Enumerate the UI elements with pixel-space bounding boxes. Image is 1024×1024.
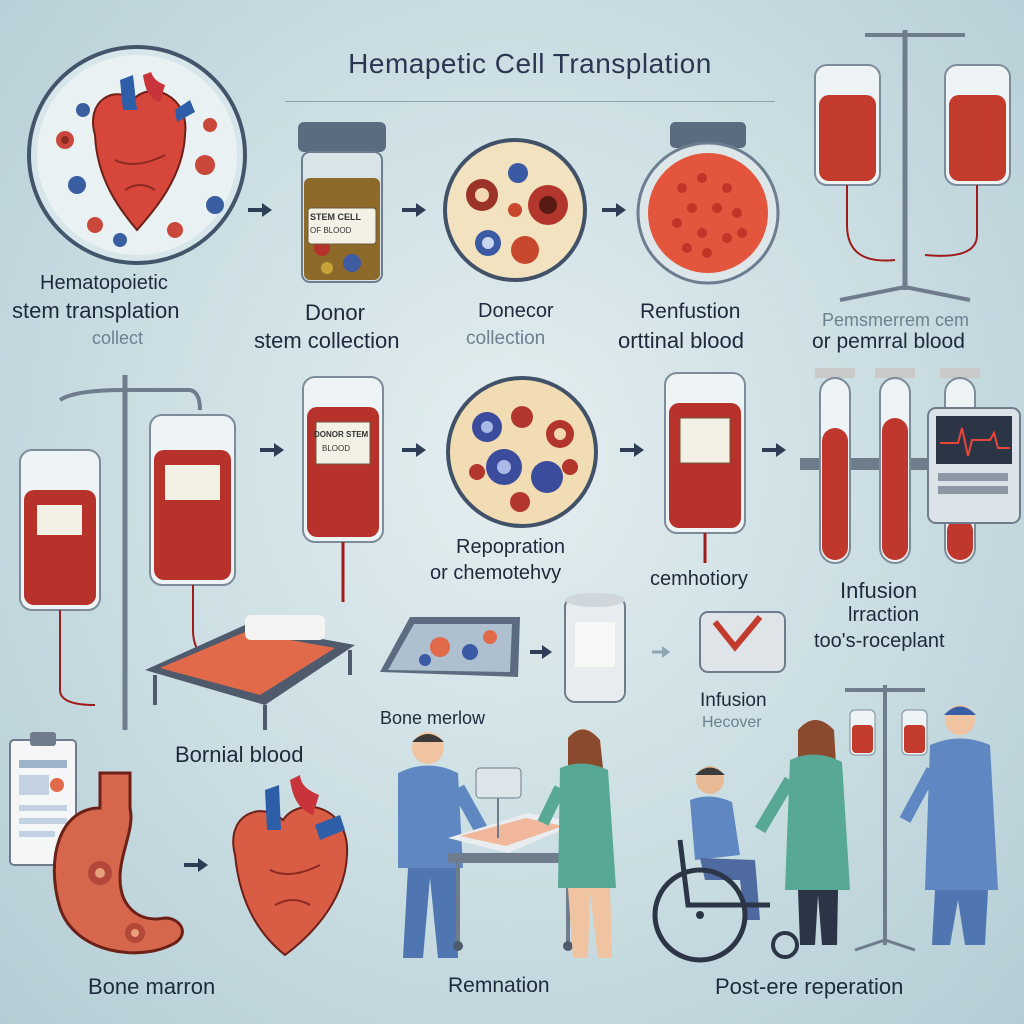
infusion-recover-line2: Hecover [702,714,762,731]
nurse-icon [754,720,850,945]
heart-illustration [232,775,349,957]
arrow-right-icon [248,203,272,217]
donor-stem-line1: Donor [305,300,365,325]
test-tube-icon [815,368,855,564]
peripheral-line2: or pemrral blood [812,330,965,353]
heart-circle-illustration [27,45,247,265]
doctor-icon [398,732,490,958]
donor-collection-line1: Donecor [478,300,554,322]
bone-marrow-tray-illustration [380,593,786,703]
monitor-icon [927,407,1021,524]
wheelchair-icon [652,839,799,963]
hsct-label-line1: Hematopoietic [40,272,168,294]
iv-stand-bed-illustration [19,375,355,730]
bornial-blood-label: Bornial blood [175,742,304,767]
arrow-right-icon [602,203,626,217]
infusion-line3: too's-roceplant [814,630,945,652]
iv-stand-icon [845,685,928,952]
jar-tag-line2: OF BLOOD [310,226,352,235]
jar-tag-line1: STEM CELL [310,212,361,222]
cell-dish-illustration [443,138,587,282]
specimen-jar-illustration [298,122,386,283]
bag-tag-line1: DONOR STEM [314,430,369,439]
refusion-line2: orttinal blood [618,328,744,353]
arrow-right-icon [260,443,284,457]
iv-bag-icon [149,414,236,671]
hospital-bed-icon [145,615,355,730]
infusion-line2: lrraction [848,604,920,626]
nurse-icon [537,729,616,958]
infusion-line1: Infusion [840,578,918,603]
hsct-label-line3: collect [92,328,144,348]
arrow-right-icon [402,203,426,217]
chemo-label: cemhotiory [650,568,748,590]
iv-bag-icon [924,64,1011,257]
infusion-recover-line1: Infusion [700,690,767,711]
patient-icon [690,766,760,920]
test-tube-icon [875,368,915,564]
title-divider [285,101,775,102]
arrow-right-icon [620,443,644,457]
peripheral-line1: Pemsmerrem cem [822,310,970,330]
blood-bag-illustration [302,376,384,602]
repar-line2: or chemotehvy [430,562,562,584]
post-reperation-label: Post-ere reperation [715,974,904,999]
arrow-right-icon [762,443,786,457]
stomach-illustration [52,771,184,955]
bone-merlow-label: Bone merlow [380,708,486,728]
heart-icon [92,72,195,232]
page-title: Hemapetic Cell Transplation [348,48,712,79]
refusion-line1: Renfustion [640,300,741,323]
blood-bag-illustration [664,372,746,563]
doctor-icon [899,705,998,945]
repar-line1: Repopration [456,536,565,558]
cell-dish-illustration [446,376,598,528]
donor-collection-line2: collection [466,328,546,349]
iv-stand-illustration [814,30,1011,302]
bag-tag-line2: BLOOD [322,444,351,453]
remnation-label: Remnation [448,974,550,997]
donor-stem-line2: stem collection [254,328,400,353]
iv-bag-icon [814,64,896,262]
arrow-right-icon [402,443,426,457]
bone-marron-label: Bone marron [88,974,216,999]
blood-cell-container-illustration [636,122,780,285]
clipboard-illustration [9,732,77,866]
iv-bag-icon [19,449,101,706]
hsct-label-line2: stem transplation [12,298,180,323]
post-care-illustration [652,685,998,963]
test-tubes-monitor-illustration [800,368,1021,564]
bedside-care-illustration [398,729,616,958]
arrow-right-icon [184,858,208,872]
blood-cell-icon [56,103,224,247]
